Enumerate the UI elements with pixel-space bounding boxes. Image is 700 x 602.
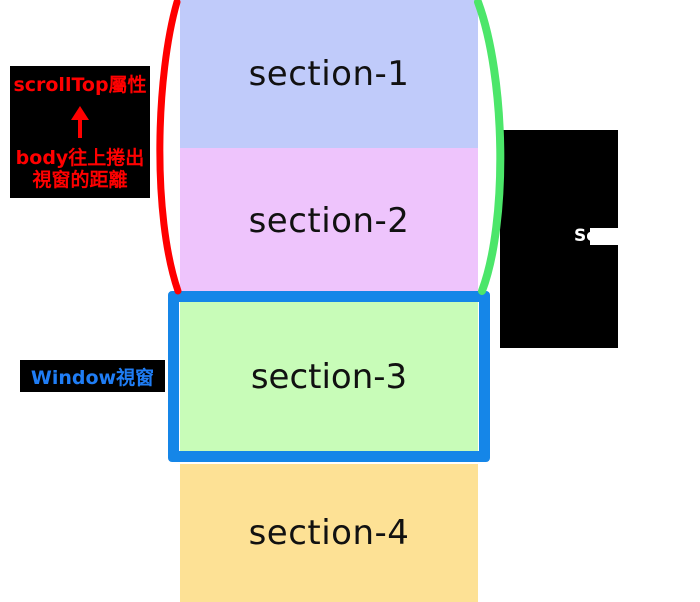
scrolltop-callout: scrollTop屬性 body往上捲出 視窗的距離: [10, 66, 150, 198]
right-green-arc: [474, 0, 505, 295]
section-box-2: section-2: [180, 148, 478, 293]
section-label-2: section-2: [248, 200, 410, 241]
section-box-1: section-1: [180, 0, 478, 148]
window-viewport-label: Window視窗: [20, 360, 165, 392]
section-label-1: section-1: [248, 54, 410, 94]
up-arrow-icon: [71, 106, 89, 139]
section-label-3: section-3: [250, 356, 408, 397]
right-callout-occluder-bar: [590, 228, 658, 245]
section-box-3: section-3: [180, 302, 478, 451]
scrolltop-callout-description: body往上捲出 視窗的距離: [16, 148, 145, 191]
window-viewport-label-text: Window視窗: [30, 366, 155, 389]
section-box-4: section-4: [180, 464, 478, 602]
scrolltop-callout-line-2: 視窗的距離: [32, 168, 128, 191]
scrolltop-callout-title: scrollTop屬性: [13, 74, 147, 96]
window-viewport-frame: [168, 291, 490, 462]
section-label-4: section-4: [248, 513, 410, 553]
scrolltop-callout-line-1: body往上捲出: [15, 147, 145, 170]
left-red-arc: [156, 0, 182, 295]
